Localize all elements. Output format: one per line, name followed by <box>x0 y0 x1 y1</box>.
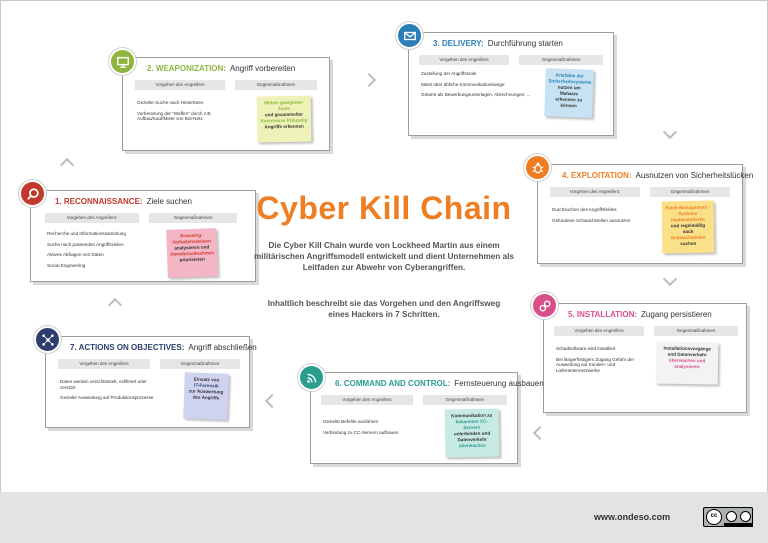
sticky-note-countermeasure: Installationsvorgänge und Datenverkehr ü… <box>655 341 719 385</box>
step-item: Recherche und Informationssammlung <box>47 231 126 236</box>
countermeasure-column-header: Gegenmaßnahmen <box>160 359 240 369</box>
sticky-note-countermeasure: Kommunikation zu bekannten CC-Servern un… <box>444 408 500 458</box>
page-title: Cyber Kill Chain <box>256 190 512 226</box>
attacker-steps: Zustellung der Angriffstools Meist über … <box>421 71 533 103</box>
attacker-steps: Schadsoftware wird installiert Bei länge… <box>556 346 638 379</box>
footer-bar: www.ondeso.com cc <box>0 492 768 543</box>
stage-card-reconnaissance: 1. RECONNAISSANCE:Ziele suchen Vorgehen … <box>30 190 256 282</box>
attacker-steps: Gezielte Befehle ausführen Verbindung zu… <box>323 419 423 440</box>
step-item: Schadsoftware wird installiert <box>556 346 616 351</box>
sticky-note-countermeasure: Artefakte der Sicherheitssysteme nutzen … <box>544 68 594 118</box>
step-item: Bei längerfristigem Zugang Gefahr der Au… <box>556 356 635 374</box>
step-item: Suche nach passenden Angriffszielen <box>47 241 124 247</box>
sticky-note-countermeasure: Browsing-Verhaltensweisen analysieren un… <box>166 228 218 278</box>
stage-title: 5. INSTALLATION:Zugang persistieren <box>568 310 712 319</box>
sticky-note-countermeasure: Patch-Management - Systeme implementiere… <box>661 200 715 254</box>
step-item: Gezielte Suche nach Hintertüren <box>137 100 204 105</box>
step-item: Gezielte Befehle ausführen <box>323 419 379 424</box>
stage-card-installation: 5. INSTALLATION:Zugang persistieren Vorg… <box>543 303 747 413</box>
attacker-column-header: Vorgehen des Angreifers <box>321 395 413 405</box>
countermeasure-column-header: Gegenmaßnahmen <box>235 80 317 90</box>
step-item: Getarnt als Bewerbungsunterlagen, Abrech… <box>421 92 531 98</box>
envelope-icon <box>396 22 423 49</box>
step-item: Vorbereitung der "Waffen" durch z.B. Auf… <box>137 110 212 122</box>
stage-card-command-and-control: 6. COMMAND AND CONTROL:Fernsteuerung aus… <box>310 372 544 464</box>
stage-title: 4. EXPLOITATION:Ausnutzen von Sicherheit… <box>562 171 754 180</box>
sticky-note-countermeasure: Mittels geeigneter Tools und gesammelter… <box>256 95 312 143</box>
link-icon <box>531 292 558 319</box>
step-item: Durchsuchen des Angriffsfeldes <box>552 207 617 212</box>
sticky-note-countermeasure: Einsatz von IT-Forensik zur Auswertung d… <box>183 372 229 420</box>
stage-title: 7. ACTIONS ON OBJECTIVES:Angriff abschli… <box>70 343 257 352</box>
attacker-column-header: Vorgehen des Angreifers <box>135 80 225 90</box>
stage-title: 3. DELIVERY:Durchführung starten <box>433 39 563 48</box>
attacker-steps: Gezielte Suche nach Hintertüren Vorberei… <box>137 100 233 127</box>
bug-icon <box>524 154 551 181</box>
countermeasure-column-header: Gegenmaßnahmen <box>423 395 507 405</box>
countermeasure-column-header: Gegenmaßnahmen <box>650 187 730 197</box>
attacker-column-header: Vorgehen des Angreifers <box>58 359 150 369</box>
stage-card-exploitation: 4. EXPLOITATION:Ausnutzen von Sicherheit… <box>537 164 753 264</box>
step-item: Verbindung zu CC-Servern aufbauen <box>323 429 399 435</box>
step-item: Gefundene Schwachstellen ausnutzen <box>552 217 631 223</box>
stage-card-weaponization: 2. WEAPONIZATION:Angriff vorbereiten Vor… <box>122 57 330 151</box>
attacker-steps: Recherche und Informationssammlung Suche… <box>47 231 147 274</box>
attacker-steps: Durchsuchen des Angriffsfeldes Gefundene… <box>552 207 652 228</box>
step-item: Social Engineering <box>47 263 86 269</box>
stage-card-delivery: 3. DELIVERY:Durchführung starten Vorgehe… <box>408 32 614 136</box>
monitor-icon <box>109 48 136 75</box>
countermeasure-column-header: Gegenmaßnahmen <box>519 55 603 65</box>
website-link[interactable]: www.ondeso.com <box>594 512 671 522</box>
step-item: Daten werden verschlüsselt, exfiltriert … <box>60 379 147 390</box>
attacker-column-header: Vorgehen des Angreifers <box>419 55 509 65</box>
countermeasure-column-header: Gegenmaßnahmen <box>149 213 237 223</box>
attacker-column-header: Vorgehen des Angreifers: <box>550 187 640 197</box>
step-item: Zustellung der Angriffstools <box>421 71 477 76</box>
intro-text-secondary: Inhaltlich beschreibt sie das Vorgehen u… <box>267 299 501 320</box>
creative-commons-license-icon: cc <box>703 507 753 527</box>
step-item: Aktives Abfragen von Daten <box>47 252 104 258</box>
network-icon <box>34 326 61 353</box>
stage-card-actions-on-objectives: 7. ACTIONS ON OBJECTIVES:Angriff abschli… <box>45 336 257 428</box>
step-item: Gezielte Ausweitung auf Produktionsproze… <box>60 395 154 401</box>
attacker-column-header: Vorgehen des Angreifers <box>554 326 644 336</box>
attacker-steps: Daten werden verschlüsselt, exfiltriert … <box>60 379 160 406</box>
magnifier-icon <box>19 180 46 207</box>
attacker-column-header: Vorgehen des Angreifers: <box>45 213 139 223</box>
step-item: Meist über übliche Kommunikationswege <box>421 81 505 87</box>
stage-title: 6. COMMAND AND CONTROL:Fernsteuerung aus… <box>335 379 544 388</box>
intro-text: Die Cyber Kill Chain wurde von Lockheed … <box>254 241 514 273</box>
stage-title: 2. WEAPONIZATION:Angriff vorbereiten <box>147 64 296 73</box>
wifi-icon <box>298 364 325 391</box>
stage-title: 1. RECONNAISSANCE:Ziele suchen <box>55 197 192 206</box>
countermeasure-column-header: Gegenmaßnahmen <box>654 326 738 336</box>
